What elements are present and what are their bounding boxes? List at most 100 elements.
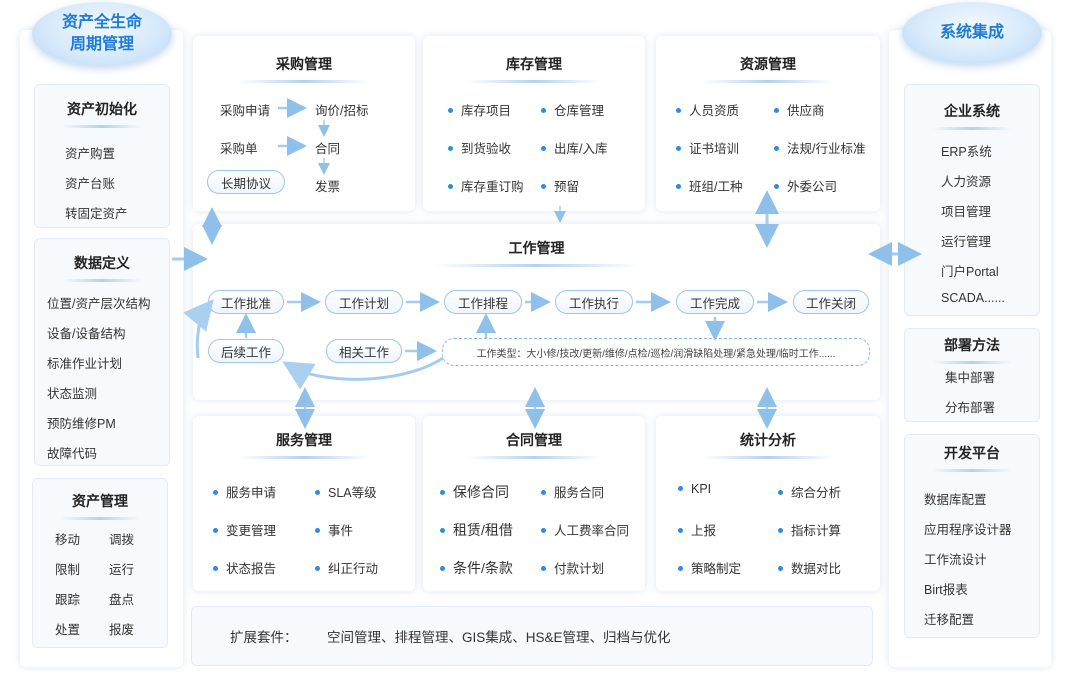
asset-mgmt-item[interactable]: 盘点 (109, 593, 135, 607)
work-schedule[interactable]: 工作排程 (444, 290, 522, 314)
service-item[interactable]: 变更管理 (213, 520, 276, 539)
purchase-title: 采购管理 (193, 54, 415, 83)
work-execute[interactable]: 工作执行 (555, 290, 633, 314)
enterprise-item[interactable]: SCADA...... (941, 291, 1005, 305)
service-panel: 服务管理 服务申请 SLA等级 变更管理 事件 状态报告 纠正行动 (193, 416, 415, 591)
deploy-item[interactable]: 分布部署 (945, 401, 996, 415)
devplat-title: 开发平台 (905, 443, 1039, 472)
resource-title: 资源管理 (656, 54, 880, 83)
devplat-item[interactable]: 应用程序设计器 (924, 523, 1012, 537)
asset-mgmt-item[interactable]: 移动 (55, 533, 81, 547)
service-item[interactable]: 状态报告 (213, 558, 276, 577)
purchase-invoice[interactable]: 发票 (315, 180, 341, 194)
service-title: 服务管理 (193, 430, 415, 459)
purchase-request[interactable]: 采购申请 (220, 104, 271, 118)
devplat-item[interactable]: 数据库配置 (924, 493, 987, 507)
contract-item[interactable]: 租赁/租借 (440, 520, 513, 540)
stats-item[interactable]: 指标计算 (778, 520, 841, 539)
service-item[interactable]: SLA等级 (315, 482, 377, 501)
enterprise-item[interactable]: 项目管理 (941, 205, 992, 219)
work-plan[interactable]: 工作计划 (325, 290, 403, 314)
integration-title: 系统集成 (902, 2, 1042, 64)
purchase-inquiry[interactable]: 询价/招标 (315, 104, 369, 118)
deploy-panel: 部署方法 集中部署 分布部署 (904, 328, 1040, 422)
contract-item[interactable]: 付款计划 (541, 558, 604, 577)
work-complete[interactable]: 工作完成 (676, 290, 754, 314)
inventory-item[interactable]: 预留 (541, 176, 579, 195)
extension-bar: 扩展套件： 空间管理、排程管理、GIS集成、HS&E管理、归档与优化 (191, 606, 873, 666)
resource-item[interactable]: 法规/行业标准 (774, 138, 865, 157)
data-def-item[interactable]: 设备/设备结构 (47, 327, 126, 341)
asset-mgmt-panel: 资产管理 移动 调拨 限制 运行 跟踪 盘点 处置 报废 (32, 478, 168, 648)
service-item[interactable]: 纠正行动 (315, 558, 378, 577)
enterprise-item[interactable]: 运行管理 (941, 235, 992, 249)
enterprise-item[interactable]: ERP系统 (941, 145, 992, 159)
inventory-item[interactable]: 库存项目 (448, 100, 511, 119)
contract-item[interactable]: 服务合同 (541, 482, 604, 501)
extension-content[interactable]: 空间管理、排程管理、GIS集成、HS&E管理、归档与优化 (327, 630, 671, 645)
purchase-panel: 采购管理 采购申请 询价/招标 采购单 合同 长期协议 发票 (193, 36, 415, 211)
contract-item[interactable]: 条件/条款 (440, 558, 513, 578)
devplat-item[interactable]: 迁移配置 (924, 613, 975, 627)
asset-mgmt-item[interactable]: 运行 (109, 563, 135, 577)
contract-item[interactable]: 人工费率合同 (541, 520, 629, 539)
enterprise-item[interactable]: 人力资源 (941, 175, 992, 189)
asset-mgmt-title: 资产管理 (33, 491, 167, 520)
lifecycle-title: 资产全生命周期管理 (32, 2, 172, 66)
resource-item[interactable]: 证书培训 (676, 138, 739, 157)
resource-item[interactable]: 人员资质 (676, 100, 739, 119)
asset-mgmt-item[interactable]: 限制 (55, 563, 81, 577)
inventory-panel: 库存管理 库存项目 仓库管理 到货验收 出库/入库 库存重订购 预留 (423, 36, 645, 211)
purchase-order[interactable]: 采购单 (220, 142, 258, 156)
asset-init-title: 资产初始化 (35, 99, 169, 128)
deploy-item[interactable]: 集中部署 (945, 371, 996, 385)
asset-init-item[interactable]: 转固定资产 (65, 207, 128, 221)
enterprise-panel: 企业系统 ERP系统 人力资源 项目管理 运行管理 门户Portal SCADA… (904, 84, 1040, 316)
stats-item[interactable]: 策略制定 (678, 558, 741, 577)
data-def-item[interactable]: 位置/资产层次结构 (47, 297, 151, 311)
stats-item[interactable]: 数据对比 (778, 558, 841, 577)
asset-mgmt-item[interactable]: 处置 (55, 623, 81, 637)
contract-title: 合同管理 (423, 430, 645, 459)
service-item[interactable]: 事件 (315, 520, 353, 539)
contract-item[interactable]: 保修合同 (440, 482, 509, 502)
work-close[interactable]: 工作关闭 (793, 290, 869, 314)
enterprise-title: 企业系统 (905, 101, 1039, 130)
extension-label: 扩展套件： (230, 630, 298, 645)
service-item[interactable]: 服务申请 (213, 482, 276, 501)
enterprise-item[interactable]: 门户Portal (941, 265, 999, 279)
resource-item[interactable]: 班组/工种 (676, 176, 742, 195)
asset-mgmt-item[interactable]: 调拨 (109, 533, 135, 547)
resource-panel: 资源管理 人员资质 供应商 证书培训 法规/行业标准 班组/工种 外委公司 (656, 36, 880, 211)
work-related[interactable]: 相关工作 (326, 339, 402, 363)
work-panel: 工作管理 (193, 224, 880, 400)
inventory-item[interactable]: 到货验收 (448, 138, 511, 157)
resource-item[interactable]: 供应商 (774, 100, 825, 119)
inventory-item[interactable]: 仓库管理 (541, 100, 604, 119)
purchase-contract[interactable]: 合同 (315, 142, 341, 156)
stats-title: 统计分析 (656, 430, 880, 459)
asset-init-item[interactable]: 资产购置 (65, 147, 116, 161)
devplat-item[interactable]: 工作流设计 (924, 553, 987, 567)
asset-mgmt-item[interactable]: 报废 (109, 623, 135, 637)
work-followup[interactable]: 后续工作 (208, 339, 284, 363)
long-term-agreement[interactable]: 长期协议 (207, 170, 285, 194)
work-title: 工作管理 (193, 238, 880, 267)
data-def-item[interactable]: 故障代码 (47, 447, 98, 461)
resource-item[interactable]: 外委公司 (774, 176, 837, 195)
data-def-title: 数据定义 (35, 253, 169, 282)
asset-init-item[interactable]: 资产台账 (65, 177, 116, 191)
data-def-item[interactable]: 标准作业计划 (47, 357, 123, 371)
stats-item[interactable]: 上报 (678, 520, 716, 539)
devplat-item[interactable]: Birt报表 (924, 583, 968, 597)
asset-mgmt-item[interactable]: 跟踪 (55, 593, 81, 607)
devplat-panel: 开发平台 数据库配置 应用程序设计器 工作流设计 Birt报表 迁移配置 (904, 434, 1040, 638)
inventory-item[interactable]: 库存重订购 (448, 176, 524, 195)
inventory-item[interactable]: 出库/入库 (541, 138, 607, 157)
stats-item[interactable]: 综合分析 (778, 482, 841, 501)
data-def-item[interactable]: 状态监测 (47, 387, 98, 401)
data-def-item[interactable]: 预防维修PM (47, 417, 116, 431)
stats-item[interactable]: KPI (678, 482, 711, 496)
work-approve[interactable]: 工作批准 (208, 290, 284, 314)
asset-init-panel: 资产初始化 资产购置 资产台账 转固定资产 (34, 84, 170, 228)
